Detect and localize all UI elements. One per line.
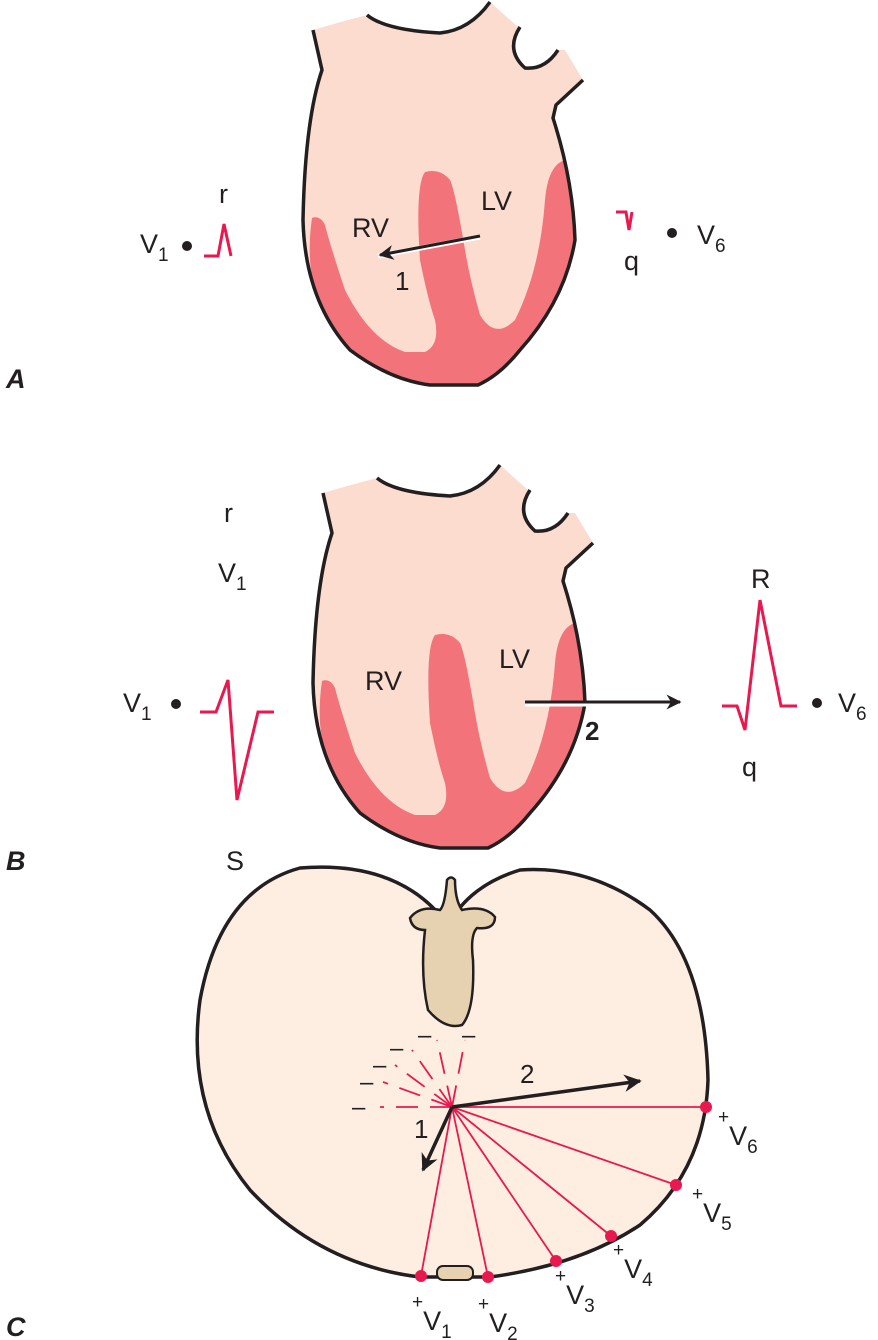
s-wave-label: S [226, 846, 244, 876]
vertebra [408, 876, 497, 1028]
lead-v2-label: +V2 [478, 1294, 518, 1340]
svg-text:–: – [462, 1022, 476, 1049]
lead-labels: +V1 +V2 +V3 +V4 +V5 +V6 [412, 1107, 758, 1340]
panel-b-letter: B [6, 846, 26, 876]
lead-v3-label: +V3 [555, 1266, 595, 1317]
svg-text:–: – [418, 1022, 432, 1049]
R-wave-label: R [751, 564, 771, 594]
v1-electrode [415, 1270, 427, 1282]
panel-c-letter: C [6, 1312, 26, 1340]
sternum [436, 1265, 474, 1281]
v6-electrode [700, 1101, 712, 1113]
v1-title: V1 [218, 558, 247, 595]
panel-b: RV LV 2 V1 V1 r S R q V6 B [6, 463, 867, 876]
vector-1-arrow [421, 1106, 454, 1172]
r-wave-label: r [224, 498, 233, 528]
v6-label: V6 [838, 688, 867, 725]
v6-electrode [812, 698, 822, 708]
lead-v1-label: +V1 [412, 1292, 452, 1340]
v1-label: V1 [123, 688, 152, 725]
torso-cross-section [195, 865, 710, 1279]
rv-label: RV [365, 666, 402, 696]
v6-ecg-trace [616, 210, 634, 231]
panel-a-letter: A [5, 364, 26, 394]
positive-lead-axes [420, 1106, 706, 1278]
svg-text:–: – [352, 1094, 366, 1121]
v1-label: V1 [140, 229, 169, 266]
lead-v6-label: +V6 [718, 1107, 758, 1158]
v1-electrode [171, 699, 181, 709]
lead-v5-label: +V5 [692, 1184, 732, 1235]
v5-electrode [670, 1179, 682, 1191]
svg-text:–: – [390, 1035, 404, 1062]
panel-a: RV LV 1 V1 r q V6 A [5, 0, 726, 394]
svg-text:–: – [360, 1069, 374, 1096]
vector-2-label: 2 [520, 1059, 534, 1089]
panel-c: – – – – – – 2 1 +V1 +V2 [6, 865, 758, 1340]
v3-electrode [550, 1255, 562, 1267]
v1-ecg-trace [200, 679, 274, 801]
v6-electrode [667, 228, 677, 238]
negative-signs: – – – – – – [352, 1022, 476, 1121]
vector-1-label: 1 [414, 1114, 428, 1144]
rv-label: RV [352, 213, 389, 243]
vector-2-arrow [451, 1074, 642, 1109]
negative-lead-axes [380, 1039, 466, 1108]
v4-electrode [605, 1230, 617, 1242]
v6-ecg-trace [722, 599, 797, 731]
q-wave-label: q [742, 752, 757, 782]
v2-electrode [482, 1271, 494, 1283]
vector-1-arrow [378, 234, 481, 260]
electrode-dots [415, 1101, 712, 1283]
heart-a [301, 0, 585, 387]
vector-2-label: 2 [585, 716, 599, 746]
heart-b [311, 463, 595, 850]
q-wave-label: q [624, 246, 639, 276]
lv-label: LV [499, 644, 530, 674]
v1-electrode [182, 241, 192, 251]
lv-label: LV [481, 186, 512, 216]
r-wave-label: r [219, 179, 228, 209]
v6-label: V6 [697, 220, 726, 257]
lead-v4-label: +V4 [613, 1240, 653, 1291]
svg-text:–: – [373, 1052, 387, 1079]
v1-ecg-trace [204, 223, 233, 258]
vector-1-label: 1 [395, 266, 409, 296]
